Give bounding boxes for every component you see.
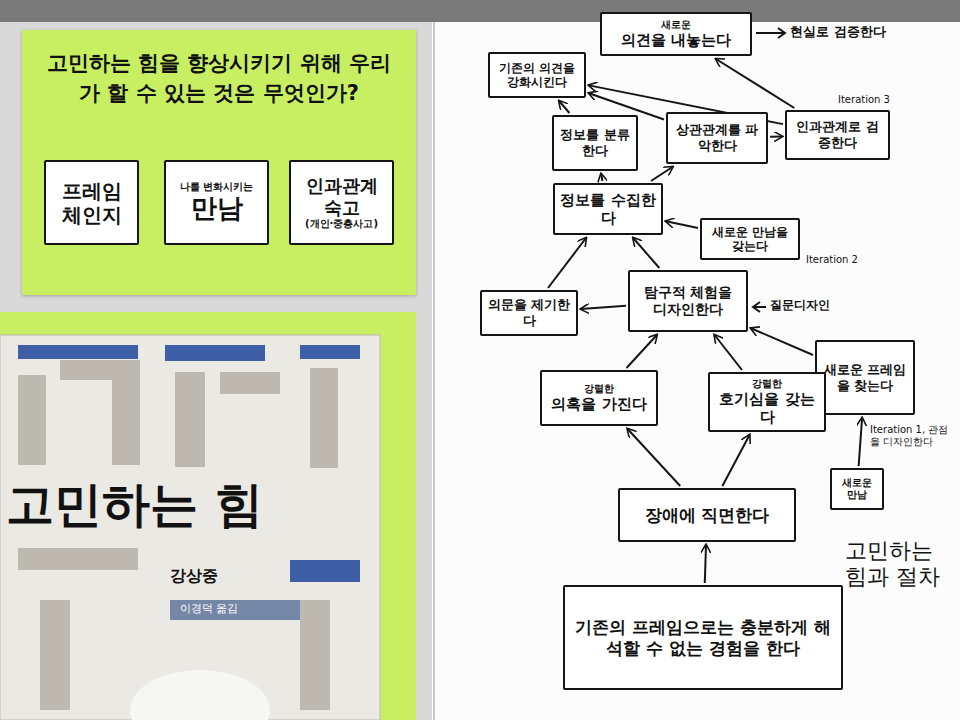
process-box: 장애에 직면한다 [618, 488, 796, 542]
flow-arrow [581, 306, 626, 309]
box-text: (개인·중층사고) [305, 218, 378, 230]
note-label: 고민하는 힘과 절차 [845, 538, 955, 591]
process-box: 정보를 분류한다 [552, 115, 638, 171]
process-box: 새로운 프레임을 찾는다 [815, 340, 915, 415]
box-text: 정보를 분류한다 [559, 127, 631, 158]
note-label: 강상중 [170, 566, 290, 585]
flow-arrow [716, 59, 794, 108]
top-strip [0, 0, 960, 22]
flow-arrow [651, 167, 672, 181]
box-text: 강렬한 [584, 383, 614, 395]
process-box: 상관관계를 파악한다 [666, 112, 768, 164]
box-text: 상관관계를 파악한다 [673, 122, 761, 153]
note-label: 이경덕 옮김 [180, 602, 290, 615]
box-text: 새로운 프레임을 찾는다 [822, 362, 908, 393]
page-edge [433, 22, 435, 720]
flow-arrow [548, 238, 586, 288]
process-box: 기존의 의견을 강화시킨다 [488, 52, 586, 98]
note-label: Iteration 2 [806, 254, 886, 266]
process-box: 인과관계 숙고(개인·중층사고) [289, 160, 394, 245]
box-text: 정보를 수집한다 [560, 191, 656, 227]
box-text: 의견을 내놓는다 [621, 31, 731, 49]
note-label: 현실로 검증한다 [790, 24, 930, 40]
box-text: 만남 [191, 193, 243, 224]
process-box: 프레임 체인지 [44, 160, 139, 245]
flow-arrow [559, 101, 569, 113]
paper-page [432, 22, 960, 720]
green-panel [0, 312, 416, 720]
flow-arrow [627, 335, 657, 368]
note-heading: 고민하는 힘을 향상시키기 위해 우리가 할 수 있는 것은 무엇인가? [40, 48, 398, 109]
process-box: 의문을 제기한다 [480, 290, 578, 336]
process-box: 새로운의견을 내놓는다 [600, 12, 752, 56]
flow-arrow [705, 545, 706, 583]
flow-arrow [628, 429, 681, 486]
box-text: 기존의 의견을 강화시킨다 [495, 61, 579, 90]
box-text: 프레임 체인지 [51, 179, 132, 227]
process-box: 정보를 수집한다 [553, 183, 663, 235]
box-text: 탐구적 체험을 디자인한다 [635, 284, 741, 318]
flow-arrow [859, 418, 862, 466]
box-text: 새로운 [661, 19, 691, 31]
box-text: 인과관계 숙고 [296, 175, 387, 218]
box-text: 기존의 프레임으로는 충분하게 해석할 수 없는 경험을 한다 [570, 617, 836, 658]
sticky-note: 고민하는 힘을 향상시키기 위해 우리가 할 수 있는 것은 무엇인가? 프레임 … [22, 30, 416, 295]
note-label: Iteration 3 [838, 94, 918, 106]
box-text: 의혹을 가진다 [551, 395, 646, 413]
flow-arrow [666, 221, 698, 228]
process-box: 강렬한호기심을 갖는다 [708, 372, 826, 432]
flow-arrow [722, 435, 749, 486]
book-cover [0, 335, 380, 720]
process-box: 탐구적 체험을 디자인한다 [628, 270, 748, 332]
note-label: 고민하는 힘 [6, 476, 376, 534]
box-text: 새로운 만남 [837, 477, 877, 501]
box-text: 호기심을 갖는다 [715, 390, 819, 426]
box-text: 나를 변화시키는 [180, 181, 253, 193]
flow-arrow [633, 238, 659, 268]
process-box: 강렬한의혹을 가진다 [540, 370, 658, 426]
box-text: 인과관계로 검증한다 [792, 119, 883, 150]
box-text: 강렬한 [752, 378, 782, 390]
leader-arrow [753, 28, 785, 312]
flow-arrow [715, 335, 742, 370]
process-box: 인과관계로 검증한다 [785, 110, 890, 160]
flow-arrow [770, 135, 782, 137]
box-text: 의문을 제기한다 [487, 297, 571, 328]
process-box: 기존의 프레임으로는 충분하게 해석할 수 없는 경험을 한다 [563, 585, 843, 690]
flow-arrow [751, 328, 813, 355]
cover-graphic [18, 345, 360, 720]
process-box: 나를 변화시키는만남 [164, 160, 269, 245]
note-label: Iteration 1, 관점을 디자인한다 [870, 424, 954, 448]
note-label: 질문디자인 [770, 298, 860, 312]
box-text: 새로운 만남을 갖는다 [707, 225, 793, 254]
box-text: 장애에 직면한다 [645, 505, 770, 525]
process-box: 새로운 만남 [830, 468, 884, 510]
process-box: 새로운 만남을 갖는다 [700, 218, 800, 260]
flow-arrow [601, 174, 602, 181]
